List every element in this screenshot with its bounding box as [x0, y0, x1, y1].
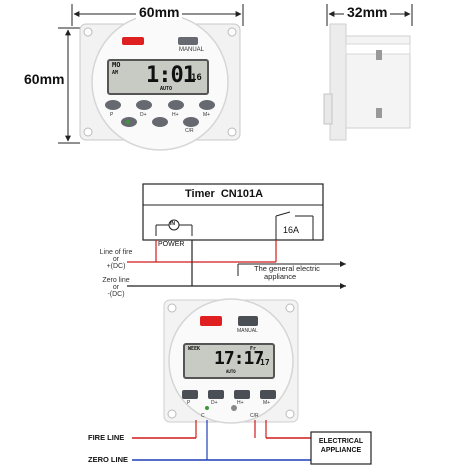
- timer-box-title: Timer CN101A: [185, 188, 264, 200]
- wiring-diagram: [127, 183, 346, 289]
- bottom-button-m-plus-label: M+: [263, 400, 271, 406]
- depth-label: 32mm: [344, 4, 391, 20]
- bottom-timer: [163, 298, 299, 424]
- bottom-button-p[interactable]: [182, 390, 198, 399]
- button-d-plus[interactable]: [136, 100, 152, 110]
- width-label: 60mm: [136, 4, 183, 20]
- bottom-button-h-plus[interactable]: [234, 390, 250, 399]
- bottom-manual-label: MANUAL: [237, 328, 258, 334]
- height-dimension: [58, 27, 80, 144]
- manual-label: MANUAL: [179, 47, 205, 53]
- bottom-week-label: WEEK: [188, 346, 201, 352]
- zero-line-label: Zero line or -(DC): [102, 277, 130, 298]
- lcd-screen: [107, 59, 209, 95]
- bottom-status-indicator: AUTO: [226, 369, 236, 374]
- coil-label: IN: [170, 221, 175, 227]
- bottom-button-d-plus-label: D+: [211, 400, 218, 406]
- ampm-indicator: AM: [112, 70, 119, 76]
- status-led: [126, 120, 130, 124]
- bottom-time-display: 17:17: [214, 348, 264, 369]
- bottom-fire-line-label: FIRE LINE: [88, 433, 125, 442]
- status-indicator: AUTO: [160, 86, 173, 92]
- relay-rating-label: 16A: [283, 225, 300, 235]
- bottom-zero-line-label: ZERO LINE: [88, 455, 129, 464]
- bottom-wiring: [132, 420, 372, 465]
- button-c[interactable]: [152, 117, 168, 127]
- red-switch[interactable]: [122, 37, 144, 45]
- bottom-manual-button[interactable]: [238, 316, 258, 326]
- appliance-load-label: The general electric appliance: [254, 264, 320, 281]
- button-m-plus-label: M+: [203, 112, 211, 118]
- button-p[interactable]: [105, 100, 121, 110]
- bottom-c-label: C: [201, 413, 205, 419]
- bottom-day-indicator: Fr: [250, 346, 257, 352]
- bottom-button-m-plus[interactable]: [260, 390, 276, 399]
- button-cr[interactable]: [183, 117, 199, 127]
- appliance-box: [310, 431, 372, 465]
- fire-line-label: Line of fire or +(DC): [99, 249, 133, 270]
- button-h-plus-label: H+: [172, 112, 179, 118]
- time-display: 1:01: [146, 63, 196, 88]
- button-m-plus[interactable]: [199, 100, 215, 110]
- bottom-cr-label: C/R: [250, 413, 259, 419]
- timer-side-view: [323, 23, 411, 141]
- bottom-seconds-display: 17: [260, 358, 270, 367]
- manual-button[interactable]: [178, 37, 198, 45]
- timer-box: [142, 183, 324, 241]
- bottom-red-switch[interactable]: [200, 316, 222, 326]
- bottom-lcd-screen: [183, 343, 275, 379]
- bottom-button-p-label: P: [187, 400, 191, 406]
- bottom-button-h-plus-label: H+: [237, 400, 244, 406]
- button-d-plus-label: D+: [140, 112, 147, 118]
- power-label: POWER: [158, 241, 185, 248]
- day-indicator: MO: [112, 61, 121, 69]
- height-label: 60mm: [22, 71, 67, 87]
- timer-front-view: [79, 13, 241, 151]
- seconds-display: 16: [191, 73, 202, 83]
- button-h-plus[interactable]: [168, 100, 184, 110]
- electrical-appliance-label: ELECTRICAL APPLIANCE: [318, 438, 364, 454]
- bottom-button-d-plus[interactable]: [208, 390, 224, 399]
- button-cr-label: C/R: [185, 128, 194, 134]
- button-p-label: P: [110, 112, 114, 118]
